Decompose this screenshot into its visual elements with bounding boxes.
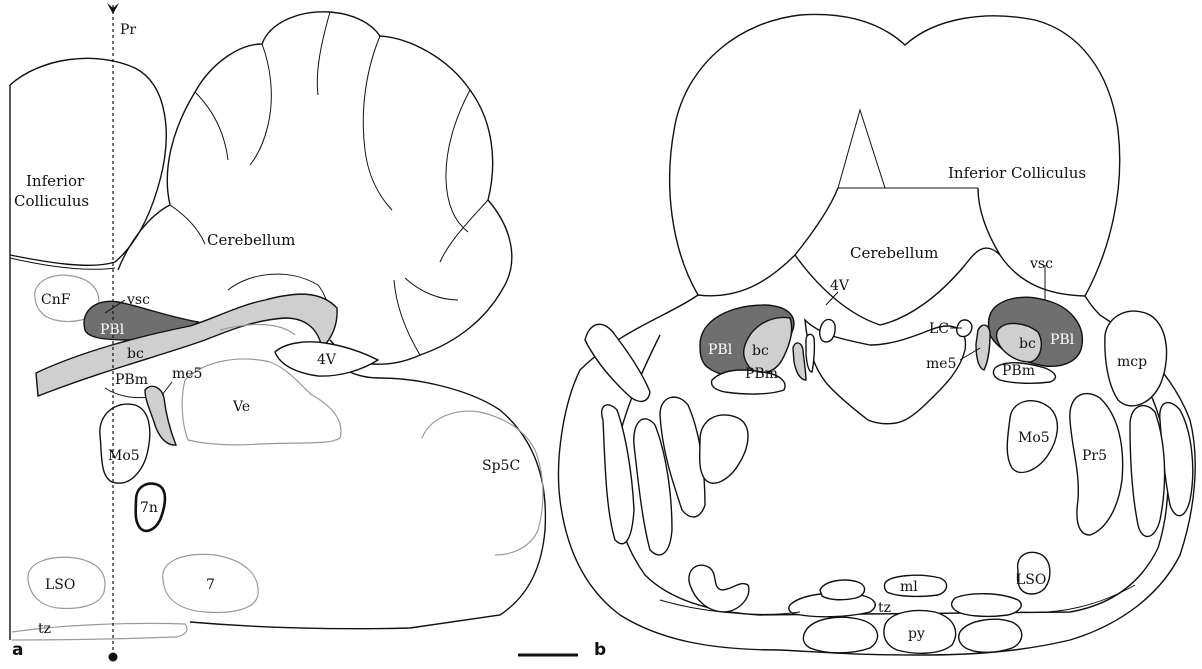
label-pbm-a: PBm bbox=[115, 372, 148, 388]
label-7: 7 bbox=[206, 577, 215, 593]
cerebellum-right-boundary bbox=[978, 188, 1085, 296]
label-vsc-b: vsc bbox=[1029, 256, 1053, 272]
label-me5-b: me5 bbox=[926, 356, 956, 372]
panel-b: Inferior Colliculus Cerebellum 4V vsc LC… bbox=[559, 14, 1196, 660]
label-pbl-right: PBl bbox=[1050, 332, 1075, 348]
label-cnf: CnF bbox=[41, 292, 71, 308]
label-mo5-b: Mo5 bbox=[1018, 430, 1050, 446]
label-tz-a: tz bbox=[38, 621, 51, 637]
cerebellum-folia-4 bbox=[440, 200, 488, 262]
cerebellum-folia-8 bbox=[394, 280, 420, 355]
lateral-lobe-right-2 bbox=[1130, 406, 1165, 537]
panel-letter-b: b bbox=[594, 640, 606, 660]
label-mo5-a: Mo5 bbox=[108, 448, 140, 464]
py-left-lobe bbox=[803, 617, 877, 653]
label-bc-left: bc bbox=[752, 343, 769, 359]
me5-leader-a bbox=[162, 382, 172, 395]
label-pr: Pr bbox=[120, 22, 136, 38]
label-me5-a: me5 bbox=[172, 366, 202, 382]
cerebellum-left-boundary bbox=[698, 188, 838, 296]
inferior-colliculus-outline bbox=[10, 58, 166, 265]
brainstem-outline bbox=[190, 345, 545, 629]
cerebellum-folia-6 bbox=[195, 92, 228, 160]
cerebellum-folia-2 bbox=[363, 36, 392, 210]
label-mcp: mcp bbox=[1117, 354, 1147, 370]
ventral-nucleus-left bbox=[820, 580, 865, 600]
midline-nucleus bbox=[820, 319, 835, 342]
me5-left bbox=[793, 343, 806, 380]
label-vsc-a: vsc bbox=[126, 292, 150, 308]
cerebellum-folia-7 bbox=[170, 205, 205, 244]
label-pbl-left: PBl bbox=[708, 342, 733, 358]
label-lso-b: LSO bbox=[1016, 572, 1046, 588]
tz-outline-b-right bbox=[952, 594, 1022, 617]
py-right-lobe bbox=[959, 619, 1022, 652]
label-bc-right: bc bbox=[1019, 336, 1036, 352]
label-ve: Ve bbox=[232, 399, 250, 415]
label-sp5c: Sp5C bbox=[482, 458, 520, 474]
cerebellum-top-boundary bbox=[838, 110, 885, 188]
label-inferior-colliculus-a-line2: Colliculus bbox=[14, 192, 89, 210]
pr5-outline bbox=[1070, 394, 1123, 535]
label-lc: LC bbox=[929, 321, 949, 337]
label-pbl-a: PBl bbox=[100, 322, 125, 338]
cerebellum-folia-1 bbox=[250, 44, 271, 165]
label-7n: 7n bbox=[140, 500, 158, 516]
label-4v-a: 4V bbox=[317, 352, 337, 368]
panel-a: Pr Inferior Colliculus Cerebellum CnF vs… bbox=[10, 3, 545, 662]
label-cerebellum-b: Cerebellum bbox=[850, 244, 938, 262]
mo5-outline bbox=[100, 404, 150, 483]
label-pr5: Pr5 bbox=[1082, 448, 1107, 464]
sp5c-outline bbox=[422, 411, 543, 555]
cerebellum-folia-5 bbox=[317, 12, 330, 95]
label-pbm-left: PBm bbox=[745, 366, 778, 382]
label-inferior-colliculus-a-line1: Inferior bbox=[26, 172, 85, 190]
label-py: py bbox=[908, 626, 925, 642]
lc-left bbox=[806, 334, 814, 372]
label-tz-b: tz bbox=[878, 600, 891, 616]
label-cerebellum-a: Cerebellum bbox=[207, 231, 295, 249]
lateral-lobe-left-2 bbox=[602, 405, 634, 544]
mo5-left bbox=[700, 415, 748, 483]
cerebellum-folia-9 bbox=[405, 278, 458, 300]
label-4v-b: 4V bbox=[830, 278, 850, 294]
lateral-lobe-left-1 bbox=[585, 324, 650, 401]
me5-right bbox=[976, 325, 990, 370]
label-inferior-colliculus-b: Inferior Colliculus bbox=[948, 164, 1086, 182]
probe-end-dot-icon bbox=[109, 653, 118, 662]
cerebellum-folia-3 bbox=[446, 90, 470, 232]
probe-arrowhead-icon bbox=[107, 3, 119, 14]
label-pbm-right: PBm bbox=[1002, 363, 1035, 379]
label-ml: ml bbox=[900, 579, 918, 595]
panel-letter-a: a bbox=[12, 640, 23, 660]
label-lso-a: LSO bbox=[45, 577, 75, 593]
label-bc-a: bc bbox=[127, 346, 144, 362]
